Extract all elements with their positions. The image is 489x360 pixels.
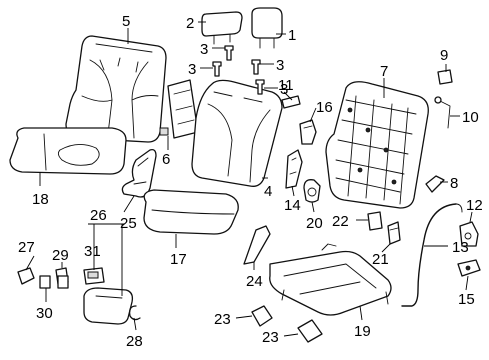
callout-20: 20	[306, 215, 323, 232]
callout-22: 22	[332, 213, 349, 230]
part-12-striker	[459, 221, 479, 247]
leader-lines	[25, 21, 473, 337]
callout-3b: 3	[188, 61, 196, 78]
part-21-block	[387, 221, 401, 245]
callout-27: 27	[18, 239, 35, 256]
callout-1: 1	[288, 27, 296, 44]
part-28-clip	[128, 305, 141, 321]
callout-6: 6	[162, 151, 170, 168]
callout-9: 9	[440, 47, 448, 64]
part-20-knob	[303, 179, 321, 203]
callout-11: 11	[278, 77, 294, 94]
part-24-trim-strip	[243, 225, 271, 265]
callout-7: 7	[380, 63, 388, 80]
callout-30: 30	[36, 305, 53, 322]
part-18-seat-cushion-left	[9, 127, 127, 175]
callout-8: 8	[450, 175, 458, 192]
callout-26: 26	[90, 207, 107, 224]
part-7-seat-back-frame-right	[325, 81, 429, 209]
part-2-headrest-left	[201, 11, 243, 45]
part-26-armrest-console	[83, 287, 134, 325]
part-9-clip	[437, 69, 453, 85]
part-15-bracket	[457, 259, 481, 277]
part-1-headrest-right	[251, 7, 283, 49]
part-8-cover	[425, 175, 445, 193]
callout-24: 24	[246, 273, 263, 290]
part-19-seat-frame	[269, 243, 392, 316]
callout-3d: 3	[280, 81, 288, 98]
callout-25: 25	[120, 215, 137, 232]
part-13-cable	[401, 203, 463, 307]
callout-10: 10	[462, 109, 479, 126]
part-10-rod	[434, 96, 451, 129]
callout-5: 5	[122, 13, 130, 30]
callout-12: 12	[466, 197, 483, 214]
callout-21: 21	[372, 251, 389, 268]
callout-15: 15	[458, 291, 475, 308]
callouts: 5 2 1 3 3 3 3 11 16 7 9 10 8 6 4 14 18 2…	[18, 13, 483, 350]
part-3-headrest-guides	[212, 45, 265, 95]
callout-29: 29	[52, 247, 69, 264]
part-25-trim	[121, 148, 157, 198]
callout-18: 18	[32, 191, 49, 208]
callout-23a: 23	[214, 311, 231, 328]
callout-31: 31	[84, 243, 101, 260]
part-11-bracket	[281, 95, 301, 109]
part-17-seat-cushion-center	[143, 189, 239, 235]
part-31-switch	[83, 267, 105, 285]
part-30-button	[39, 275, 69, 289]
part-14-trim	[285, 149, 303, 189]
part-16-latch	[299, 119, 317, 145]
callout-3a: 3	[200, 41, 208, 58]
part-5-seat-back-left	[65, 35, 167, 143]
part-23-foot-upper	[251, 305, 273, 327]
callout-28: 28	[126, 333, 143, 350]
callout-23b: 23	[262, 329, 279, 346]
callout-3c: 3	[276, 57, 284, 74]
callout-13: 13	[452, 239, 469, 256]
part-6-bracket	[159, 79, 199, 139]
callout-16: 16	[316, 99, 333, 116]
callout-2: 2	[186, 15, 194, 32]
part-22-block	[367, 211, 383, 231]
callout-4: 4	[264, 183, 272, 200]
callout-14: 14	[284, 197, 301, 214]
part-23-foot-lower	[297, 319, 323, 343]
callout-19: 19	[354, 323, 371, 340]
part-27-clip	[17, 267, 35, 285]
callout-17: 17	[170, 251, 187, 268]
part-4-seat-back-center	[191, 79, 283, 187]
